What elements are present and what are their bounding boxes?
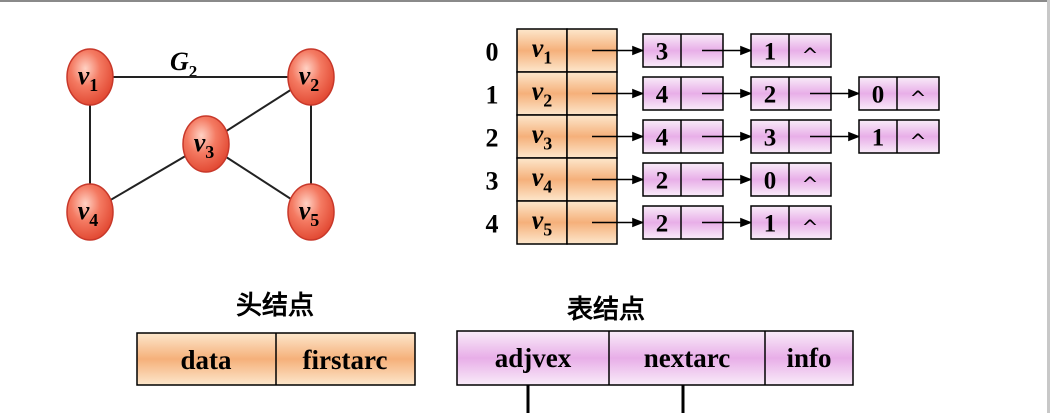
- head-vertex-label: v5: [532, 206, 553, 240]
- adjvex-value: 3: [764, 125, 777, 152]
- table-field-info: info: [786, 343, 831, 373]
- adjvex-value: 1: [872, 125, 885, 152]
- head-field-data: data: [180, 345, 232, 375]
- null-pointer: ^: [910, 130, 927, 154]
- head-vertex-label: v4: [532, 163, 553, 197]
- head-vertex-label: v3: [532, 120, 553, 154]
- adjvex-value: 4: [656, 82, 669, 109]
- table-node-title: 表结点: [567, 294, 645, 325]
- row-index: 2: [486, 124, 499, 153]
- vertex-label: v4: [78, 196, 99, 230]
- null-pointer: ^: [802, 173, 819, 197]
- head-vertex-label: v1: [532, 34, 553, 68]
- vertex-circle: [182, 115, 230, 173]
- vertex-circle: [287, 48, 335, 106]
- vertex-v3: v3: [182, 115, 230, 173]
- graph-vertices: v1 v2 v3 v4 v5: [66, 48, 335, 241]
- vertex-circle: [66, 48, 114, 106]
- adjvex-value: 3: [656, 39, 669, 66]
- vertex-v1: v1: [66, 48, 114, 106]
- adjvex-value: 2: [656, 168, 669, 195]
- null-pointer: ^: [802, 44, 819, 68]
- list-node: 1^: [750, 205, 832, 240]
- list-node-box: [858, 76, 940, 111]
- table-field-nextarc: nextarc: [644, 343, 730, 373]
- list-node-box: [750, 33, 832, 68]
- null-pointer: ^: [802, 216, 819, 240]
- list-node-box: [750, 205, 832, 240]
- adjvex-value: 1: [764, 39, 777, 66]
- list-node: 4: [642, 76, 724, 111]
- vertex-v2: v2: [287, 48, 335, 106]
- list-node: 0^: [858, 76, 940, 111]
- list-node: 1^: [750, 33, 832, 68]
- list-node-box: [858, 119, 940, 154]
- vertex-circle: [287, 183, 335, 241]
- vertex-label: v5: [299, 196, 320, 230]
- head-vertex-label: v2: [532, 77, 553, 111]
- adjvex-value: 2: [656, 211, 669, 238]
- head-field-firstarc: firstarc: [303, 345, 388, 375]
- graph-title: G2: [170, 47, 197, 81]
- head-data-cell: [516, 28, 568, 73]
- null-pointer: ^: [910, 87, 927, 111]
- top-border: [0, 0, 1050, 2]
- vertex-label: v1: [78, 61, 99, 95]
- row-index: 1: [486, 81, 499, 110]
- vertex-label: v2: [299, 61, 320, 95]
- table-node-legend: 表结点 adjvex nextarc info: [456, 294, 854, 413]
- list-node: 0^: [750, 162, 832, 197]
- vertex-v5: v5: [287, 183, 335, 241]
- row-index: 0: [486, 38, 499, 67]
- vertex-circle: [66, 183, 114, 241]
- vertex-v4: v4: [66, 183, 114, 241]
- head-data-cell: [516, 200, 568, 245]
- head-node-legend: 头结点 data firstarc: [136, 290, 416, 386]
- adjvex-value: 0: [764, 168, 777, 195]
- list-node-box: [750, 162, 832, 197]
- adjvex-value: 2: [764, 82, 777, 109]
- table-field-adjvex: adjvex: [495, 343, 572, 373]
- right-edge: [1047, 0, 1050, 413]
- adjvex-value: 0: [872, 82, 885, 109]
- list-node: 1^: [858, 119, 940, 154]
- adjvex-value: 1: [764, 211, 777, 238]
- row-index: 4: [486, 210, 499, 239]
- table-node-box: [456, 330, 854, 386]
- graph-g2: G2 v1 v2 v3 v4 v5: [66, 47, 335, 241]
- vertex-label: v3: [194, 128, 215, 162]
- adjvex-value: 4: [656, 125, 669, 152]
- row-index: 3: [486, 167, 499, 196]
- head-node-title: 头结点: [236, 290, 314, 321]
- head-data-cell: [516, 114, 568, 159]
